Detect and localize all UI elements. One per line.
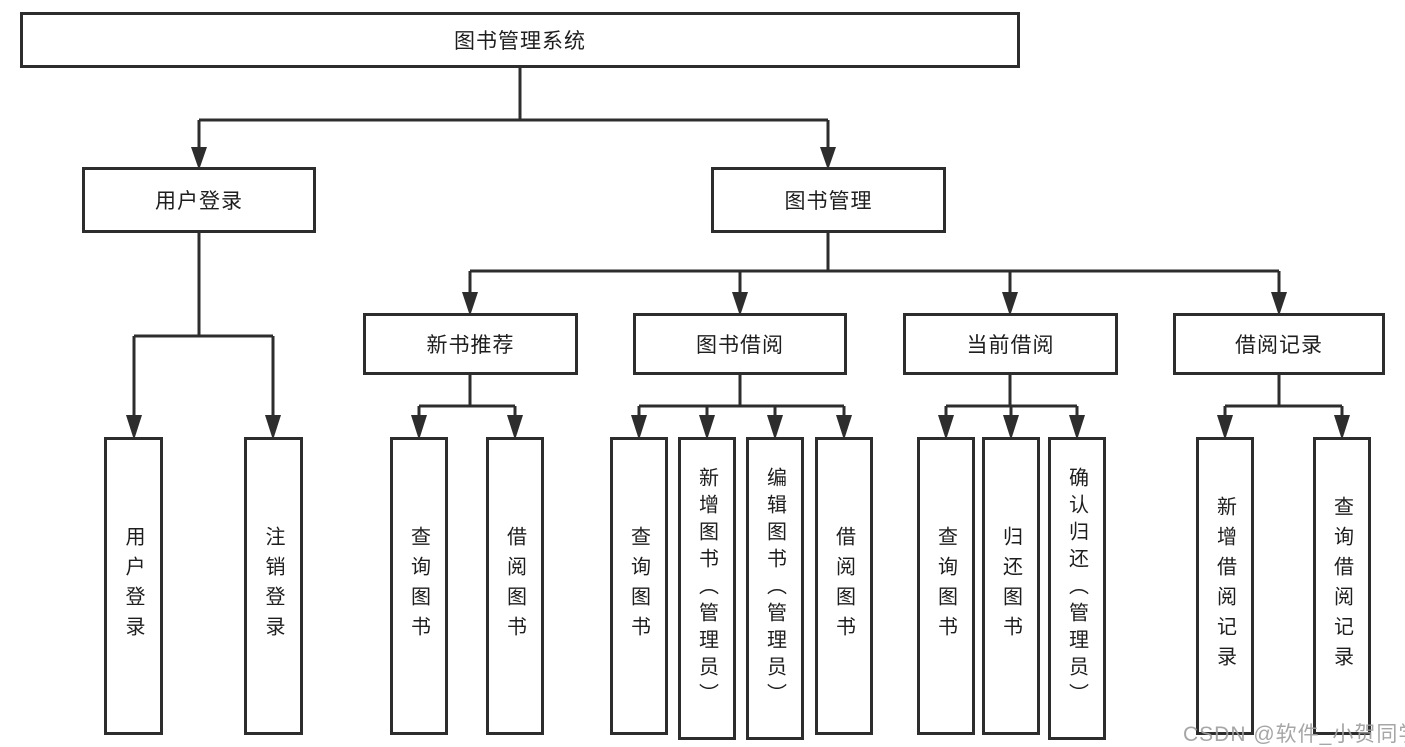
node-book-management: 图书管理 [711, 167, 946, 233]
connector-root [197, 66, 830, 164]
leaf-logout-login-label: 注销登录 [262, 526, 284, 646]
leaf-edit-book-admin: 编辑图书（管理员） [746, 437, 804, 740]
leaf-confirm-return-admin-label: 确认归还（管理员） [1065, 467, 1088, 710]
node-root: 图书管理系统 [20, 12, 1020, 68]
leaf-add-book-admin-label: 新增图书（管理员） [695, 467, 718, 710]
node-book-management-label: 图书管理 [784, 190, 873, 213]
leaf-query-books-current: 查询图书 [917, 437, 975, 735]
leaf-user-login: 用户登录 [104, 437, 163, 735]
leaf-query-borrow-record-label: 查询借阅记录 [1330, 496, 1353, 676]
leaf-borrow-books-recommend-label: 借阅图书 [503, 526, 526, 646]
leaf-edit-book-admin-label: 编辑图书（管理员） [763, 467, 786, 710]
node-user-login: 用户登录 [82, 167, 316, 233]
node-new-book-recommend: 新书推荐 [363, 313, 578, 375]
leaf-query-borrow-record: 查询借阅记录 [1313, 437, 1371, 735]
connector-borrowing-records [1223, 375, 1344, 432]
connector-book-management [468, 233, 1281, 309]
node-borrowing-records-label: 借阅记录 [1235, 334, 1323, 357]
connector-new-book-recommend [417, 375, 517, 432]
leaf-add-book-admin: 新增图书（管理员） [678, 437, 736, 740]
leaf-confirm-return-admin: 确认归还（管理员） [1048, 437, 1106, 740]
node-book-borrowing-label: 图书借阅 [696, 334, 784, 357]
leaf-borrow-books-borrowing: 借阅图书 [815, 437, 873, 735]
leaf-query-books-current-label: 查询图书 [934, 526, 957, 646]
watermark: CSDN @软件_小贺同学 [1183, 723, 1405, 746]
leaf-add-borrow-record-label: 新增借阅记录 [1213, 496, 1236, 676]
leaf-query-books-recommend-label: 查询图书 [407, 526, 430, 646]
node-current-borrowing-label: 当前借阅 [966, 334, 1055, 357]
connector-user-login [132, 232, 275, 432]
leaf-return-books-label: 归还图书 [999, 526, 1022, 646]
node-new-book-recommend-label: 新书推荐 [426, 334, 515, 357]
leaf-borrow-books-recommend: 借阅图书 [486, 437, 544, 735]
leaf-return-books: 归还图书 [982, 437, 1040, 735]
node-user-login-label: 用户登录 [155, 190, 243, 213]
node-book-borrowing: 图书借阅 [633, 313, 847, 375]
leaf-user-login-label: 用户登录 [122, 526, 144, 646]
leaf-add-borrow-record: 新增借阅记录 [1196, 437, 1254, 735]
leaf-borrow-books-borrowing-label: 借阅图书 [832, 526, 855, 646]
node-current-borrowing: 当前借阅 [903, 313, 1118, 375]
connector-book-borrowing [637, 375, 846, 432]
leaf-query-books-borrowing: 查询图书 [610, 437, 668, 735]
leaf-query-books-recommend: 查询图书 [390, 437, 448, 735]
connector-current-borrowing [944, 375, 1079, 432]
node-root-label: 图书管理系统 [454, 30, 586, 53]
leaf-query-books-borrowing-label: 查询图书 [627, 526, 650, 646]
leaf-logout-login: 注销登录 [244, 437, 303, 735]
node-borrowing-records: 借阅记录 [1173, 313, 1385, 375]
